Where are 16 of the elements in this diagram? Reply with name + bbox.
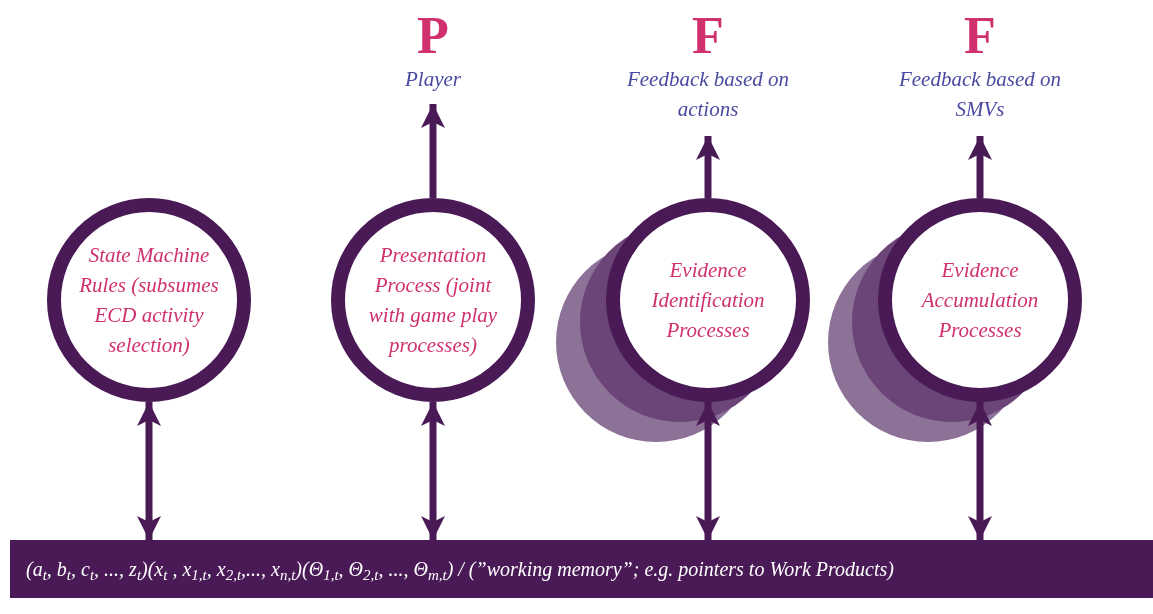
arrow — [137, 402, 161, 540]
process-label: State Machine Rules (subsumes ECD activity selection) — [78, 242, 220, 359]
process-label: Evidence Identification Processes — [650, 257, 766, 344]
heading-letter: F — [692, 8, 724, 64]
output-label: Feedback based on SMVs — [897, 66, 1063, 123]
arrow — [968, 402, 992, 540]
output-label: Player — [405, 66, 461, 93]
heading-letter: P — [417, 8, 449, 64]
process-label: Evidence Accumulation Processes — [919, 257, 1040, 344]
arrow — [421, 402, 445, 540]
arrow — [696, 402, 720, 540]
output-label: Feedback based on actions — [625, 66, 791, 123]
memory-bar — [10, 540, 1153, 598]
process-label: Presentation Process (joint with game play processes) — [367, 242, 499, 359]
state-variables-text: (a$_{t}$, b$_{t}$, c$_{t}$, ..., z$_{t}$)(x$_{t}$ , x$_{1,t}$, x$_{2,t}$,..., x$_{n,t}$)(Θ$_{1,t}$, Θ$_{2,t}$, ..., Θ$_{m,t}$) / (”working memory”; e.g. pointers to Work Products) — [26, 557, 894, 584]
heading-letter: F — [964, 8, 996, 64]
